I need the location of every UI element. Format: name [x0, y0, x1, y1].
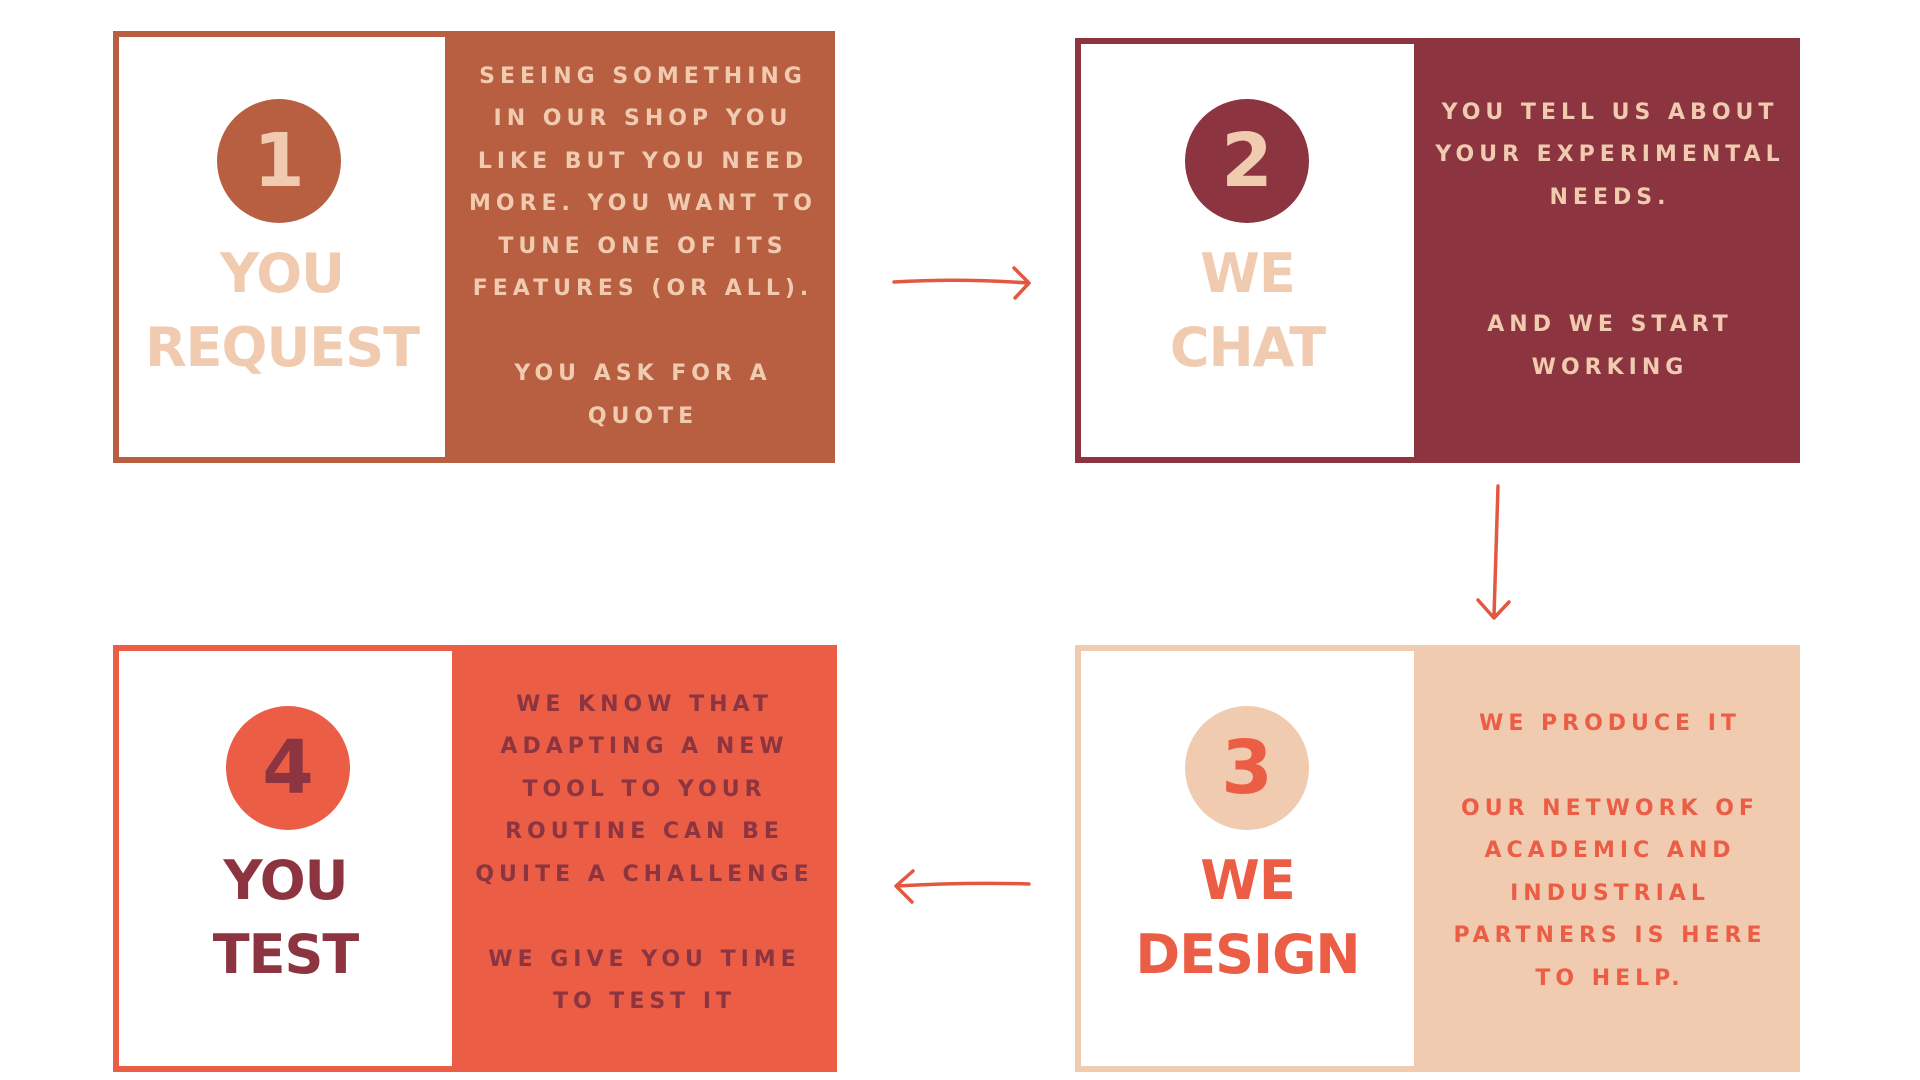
step-3-label-panel: 3 WE DESIGN — [1081, 651, 1414, 1066]
step-3-title: WE DESIGN — [1081, 844, 1414, 992]
step-4-description-panel: WE KNOW THAT ADAPTING A NEW TOOL TO YOUR… — [452, 645, 837, 1072]
step-2-card: 2 WE CHAT YOU TELL US ABOUT YOUR EXPERIM… — [1075, 38, 1800, 463]
arrow-down-icon — [1476, 484, 1511, 620]
step-2-number: 2 — [1221, 118, 1273, 204]
step-1-description-panel: SEEING SOMETHING IN OUR SHOP YOU LIKE BU… — [451, 31, 835, 463]
step-1-title: YOU REQUEST — [119, 237, 445, 385]
step-1-number: 1 — [253, 118, 305, 204]
step-3-description: WE PRODUCE IT OUR NETWORK OF ACADEMIC AN… — [1453, 710, 1767, 991]
step-3-number: 3 — [1221, 725, 1273, 811]
step-4-title-line-1: YOU — [223, 849, 349, 912]
step-2-title-line-2: CHAT — [1169, 316, 1326, 379]
step-4-number-circle: 4 — [226, 706, 350, 830]
step-3-title-line-2: DESIGN — [1135, 923, 1360, 986]
step-1-title-line-2: REQUEST — [145, 316, 420, 379]
step-1-description: SEEING SOMETHING IN OUR SHOP YOU LIKE BU… — [468, 63, 818, 429]
step-3-title-line-1: WE — [1200, 849, 1295, 912]
step-4-title-line-2: TEST — [212, 923, 359, 986]
step-1-number-circle: 1 — [217, 99, 341, 223]
step-3-description-panel: WE PRODUCE IT OUR NETWORK OF ACADEMIC AN… — [1420, 645, 1800, 1072]
step-2-description: YOU TELL US ABOUT YOUR EXPERIMENTAL NEED… — [1435, 99, 1785, 380]
step-4-card: 4 YOU TEST WE KNOW THAT ADAPTING A NEW T… — [113, 645, 837, 1072]
step-2-number-circle: 2 — [1185, 99, 1309, 223]
step-1-title-line-1: YOU — [220, 242, 345, 305]
step-3-card: 3 WE DESIGN WE PRODUCE IT OUR NETWORK OF… — [1075, 645, 1800, 1072]
arrow-left-icon — [894, 869, 1031, 904]
step-1-label-panel: 1 YOU REQUEST — [119, 37, 445, 457]
step-1-card: 1 YOU REQUEST SEEING SOMETHING IN OUR SH… — [113, 31, 835, 463]
step-4-description: WE KNOW THAT ADAPTING A NEW TOOL TO YOUR… — [475, 691, 814, 1015]
step-4-number: 4 — [262, 725, 314, 811]
step-3-number-circle: 3 — [1185, 706, 1309, 830]
step-4-label-panel: 4 YOU TEST — [119, 651, 452, 1066]
step-2-title-line-1: WE — [1200, 242, 1295, 305]
step-4-title: YOU TEST — [119, 844, 452, 992]
step-2-label-panel: 2 WE CHAT — [1081, 44, 1414, 457]
arrow-right-icon — [892, 266, 1031, 300]
step-2-title: WE CHAT — [1081, 237, 1414, 385]
step-2-description-panel: YOU TELL US ABOUT YOUR EXPERIMENTAL NEED… — [1420, 38, 1800, 463]
